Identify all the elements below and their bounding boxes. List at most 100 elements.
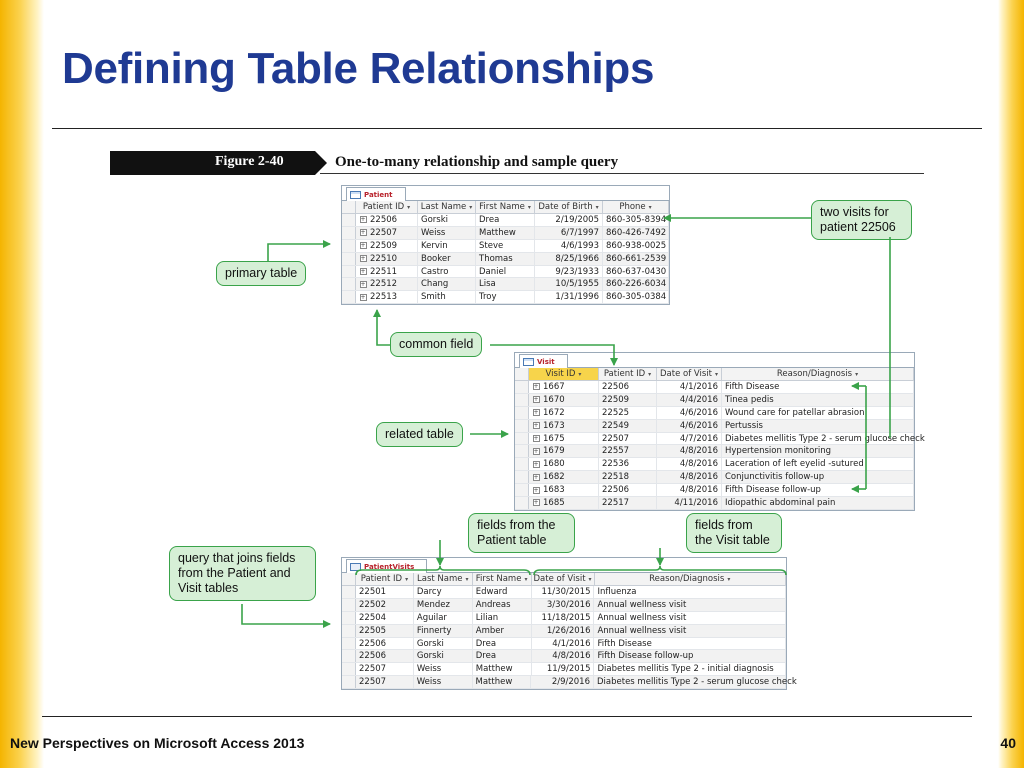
record-selector[interactable] <box>342 637 356 650</box>
table-cell[interactable]: 22557 <box>599 445 657 458</box>
record-selector[interactable] <box>342 278 356 291</box>
table-cell[interactable]: Laceration of left eyelid -sutured <box>722 458 914 471</box>
table-cell[interactable]: 860-426-7492 <box>603 226 669 239</box>
record-selector[interactable] <box>342 226 356 239</box>
chevron-down-icon[interactable]: ▾ <box>715 370 719 378</box>
record-selector[interactable] <box>342 663 356 676</box>
table-cell[interactable]: 22501 <box>356 586 414 598</box>
table-cell[interactable]: 22506 <box>356 637 414 650</box>
table-cell[interactable]: 4/8/2016 <box>657 445 722 458</box>
table-cell[interactable]: 4/8/2016 <box>657 484 722 497</box>
table-cell[interactable]: 860-305-8394 <box>603 214 669 226</box>
table-cell[interactable]: Lilian <box>473 611 532 624</box>
table-cell[interactable]: Drea <box>473 637 532 650</box>
table-cell[interactable]: 6/7/1997 <box>535 226 603 239</box>
table-cell[interactable]: Annual wellness visit <box>594 598 787 611</box>
chevron-down-icon[interactable]: ▾ <box>465 575 469 583</box>
column-header[interactable]: Date of Visit▾ <box>532 573 595 585</box>
chevron-down-icon[interactable]: ▾ <box>855 370 859 378</box>
column-header[interactable]: Last Name▾ <box>414 573 473 585</box>
chevron-down-icon[interactable]: ▾ <box>405 575 409 583</box>
table-cell[interactable]: Matthew <box>473 676 532 689</box>
expand-icon[interactable]: + <box>532 396 540 404</box>
column-header[interactable]: Patient ID▾ <box>599 368 657 380</box>
expand-icon[interactable]: + <box>532 499 540 507</box>
table-cell[interactable]: 22518 <box>599 471 657 484</box>
table-cell[interactable]: Diabetes mellitis Type 2 - initial diagn… <box>594 663 787 676</box>
chevron-down-icon[interactable]: ▾ <box>648 370 652 378</box>
table-cell[interactable]: 860-637-0430 <box>603 265 669 278</box>
chevron-down-icon[interactable]: ▾ <box>469 203 473 211</box>
table-cell[interactable]: +1675 <box>529 432 599 445</box>
column-header[interactable]: First Name▾ <box>473 573 532 585</box>
table-cell[interactable]: 4/8/2016 <box>657 471 722 484</box>
table-cell[interactable]: Amber <box>473 624 532 637</box>
table-cell[interactable]: Drea <box>473 650 532 663</box>
table-cell[interactable]: 860-305-0384 <box>603 291 669 304</box>
table-cell[interactable]: 22506 <box>599 381 657 393</box>
table-cell[interactable]: 4/6/1993 <box>535 239 603 252</box>
table-cell[interactable]: 22506 <box>356 650 414 663</box>
table-cell[interactable]: 22507 <box>356 676 414 689</box>
record-selector[interactable] <box>342 676 356 689</box>
table-cell[interactable]: Finnerty <box>414 624 473 637</box>
record-selector[interactable] <box>515 393 529 406</box>
tab-patient[interactable]: Patient <box>346 187 406 201</box>
table-cell[interactable]: Tinea pedis <box>722 393 914 406</box>
expand-icon[interactable]: + <box>532 435 540 442</box>
chevron-down-icon[interactable]: ▾ <box>524 575 528 583</box>
column-header[interactable]: Patient ID▾ <box>356 573 414 585</box>
table-cell[interactable]: 860-661-2539 <box>603 252 669 265</box>
table-cell[interactable]: 4/8/2016 <box>532 650 595 663</box>
table-cell[interactable]: Lisa <box>476 278 535 291</box>
record-selector[interactable] <box>515 381 529 393</box>
table-cell[interactable]: +22512 <box>356 278 418 291</box>
table-cell[interactable]: +1667 <box>529 381 599 393</box>
table-cell[interactable]: 22502 <box>356 598 414 611</box>
record-selector[interactable] <box>342 650 356 663</box>
record-selector[interactable] <box>342 624 356 637</box>
column-header[interactable]: First Name▾ <box>476 201 535 213</box>
table-cell[interactable]: 4/11/2016 <box>657 497 722 509</box>
expand-icon[interactable]: + <box>359 268 367 275</box>
table-cell[interactable]: Matthew <box>473 663 532 676</box>
select-all-cell[interactable] <box>342 573 356 585</box>
table-cell[interactable]: +22509 <box>356 239 418 252</box>
record-selector[interactable] <box>515 484 529 497</box>
chevron-down-icon[interactable]: ▾ <box>578 370 582 378</box>
expand-icon[interactable]: + <box>359 242 367 250</box>
table-cell[interactable]: 2/19/2005 <box>535 214 603 226</box>
expand-icon[interactable]: + <box>359 255 367 263</box>
chevron-down-icon[interactable]: ▾ <box>588 575 592 583</box>
record-selector[interactable] <box>342 214 356 226</box>
table-cell[interactable]: +1672 <box>529 406 599 419</box>
table-cell[interactable]: 1/31/1996 <box>535 291 603 304</box>
table-cell[interactable]: Mendez <box>414 598 473 611</box>
table-cell[interactable]: 10/5/1955 <box>535 278 603 291</box>
table-cell[interactable]: 3/30/2016 <box>532 598 595 611</box>
table-cell[interactable]: Chang <box>418 278 476 291</box>
record-selector[interactable] <box>342 586 356 598</box>
table-cell[interactable]: 22549 <box>599 419 657 432</box>
select-all-cell[interactable] <box>342 201 356 213</box>
table-cell[interactable]: Kervin <box>418 239 476 252</box>
table-cell[interactable]: Diabetes mellitis Type 2 - serum glucose… <box>722 432 925 445</box>
expand-icon[interactable]: + <box>532 383 540 391</box>
table-cell[interactable]: 4/6/2016 <box>657 406 722 419</box>
table-cell[interactable]: 8/25/1966 <box>535 252 603 265</box>
table-cell[interactable]: 11/9/2015 <box>532 663 595 676</box>
record-selector[interactable] <box>515 445 529 458</box>
table-cell[interactable]: Gorski <box>414 637 473 650</box>
table-cell[interactable]: 22525 <box>599 406 657 419</box>
table-cell[interactable]: +1683 <box>529 484 599 497</box>
expand-icon[interactable]: + <box>532 460 540 468</box>
